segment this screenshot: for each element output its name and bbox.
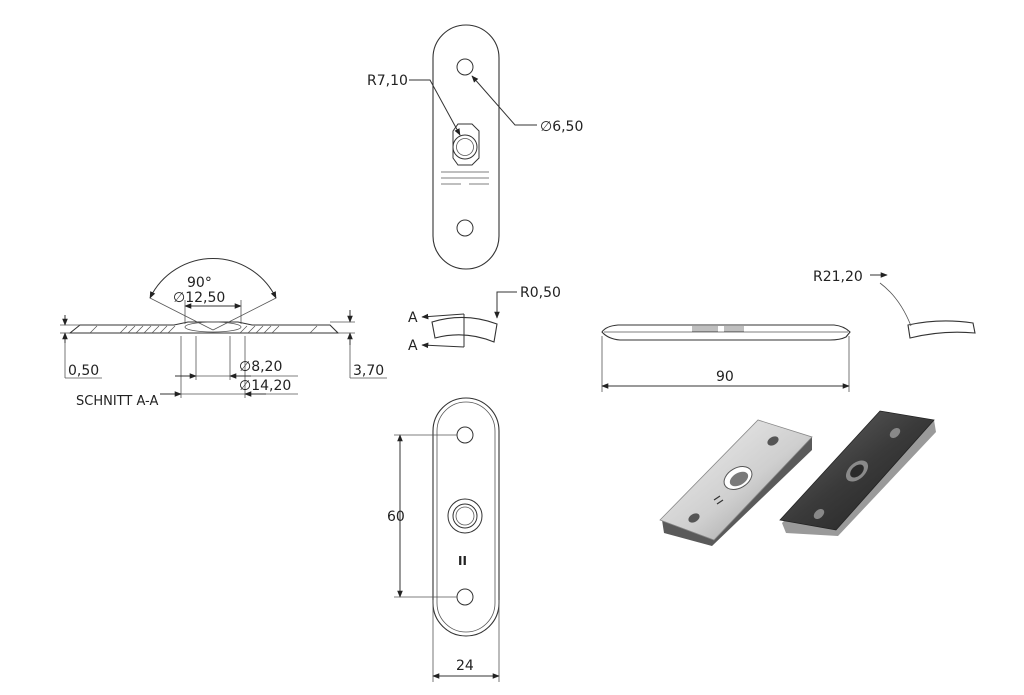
diameter-symbol: ∅ [540,119,552,135]
plate-top-outline [432,24,500,270]
angle-label: 90° [187,275,212,291]
center-bore [452,134,478,160]
length-label: 90 [716,369,734,385]
section-label-bottom: A [408,338,418,354]
plate-bottom-edge [436,401,496,633]
section-view: 90° ∅12,50 ∅8,20 ∅14,20 0,50 [60,258,387,409]
angle-leg-left [149,297,214,331]
width-label: 24 [456,658,474,674]
isometric-dark-plate [779,410,936,536]
plate-bottom-outline [432,397,500,637]
isometric-light-plate [659,419,813,546]
hole-diameter-value: 6,50 [552,119,583,135]
bottom-view: II 60 24 [387,397,500,682]
center-boss-mid [452,503,478,529]
side-grooves [692,326,744,332]
lip-height-label: 0,50 [68,363,99,379]
bend-detail-profile [907,320,976,339]
center-boss-inner [455,506,475,526]
nut-recess [452,123,480,166]
edge-radius-leader [494,291,517,319]
side-profile [601,324,851,341]
hole-diameter-label: ∅6,50 [540,119,583,135]
center-bore-inner [456,138,474,156]
countersink-diameter-label: ∅12,50 [173,290,225,306]
angle-arc [149,258,277,299]
thickness-label: 3,70 [353,363,384,379]
edge-radius-label: R0,50 [520,285,561,301]
top-view: R7,10 ∅6,50 [367,24,583,270]
hole-top [456,58,474,76]
bend-radius-arc [879,282,912,327]
section-title: SCHNITT A-A [76,394,158,409]
outer-diameter-label: ∅14,20 [239,378,291,394]
bend-radius-label: R21,20 [813,269,863,285]
section-arrow-top [421,313,465,320]
bend-detail: R21,20 [813,269,976,339]
section-hatching [89,325,318,334]
fillet-radius-leader [409,79,461,136]
plate-marking: II [458,554,467,568]
hole-bottom [456,219,474,237]
section-label-top: A [408,310,418,326]
center-boss-outer [447,498,483,534]
hole-diameter-leader [471,75,537,126]
hole-spacing-label: 60 [387,509,405,525]
surface-grooves [441,171,489,185]
section-arrow-bottom [421,342,465,349]
countersink [184,321,242,333]
fillet-radius-label: R7,10 [367,73,408,89]
section-profile [68,321,340,334]
bore-diameter-label: ∅8,20 [239,359,282,375]
side-view: 90 [601,324,851,392]
angle-leg-right [212,297,277,331]
edge-detail: A A R0,50 [408,285,561,354]
